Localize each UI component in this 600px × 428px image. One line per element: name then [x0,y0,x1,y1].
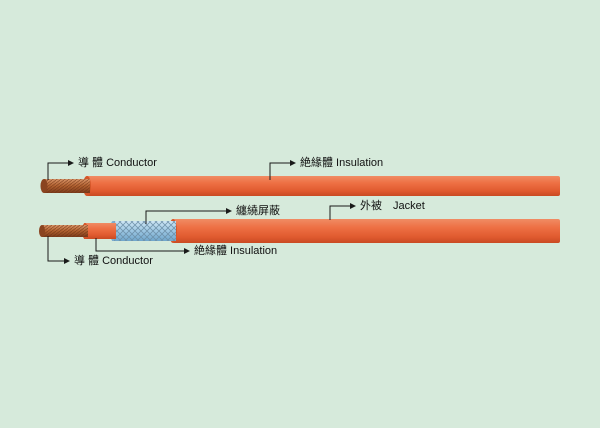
label-conductor-bottom: 導 體 Conductor [74,255,153,267]
leader-insulation-bottom [95,238,184,252]
leader-lines [47,162,350,262]
leader-arrowheads [64,160,356,264]
label-shield: 纏繞屏蔽 [236,205,280,217]
cable-shielded-conductor-end [39,225,45,237]
cable-shielded [39,219,560,243]
leader-conductor-top [47,162,68,180]
label-insulation-top: 絶緣體 Insulation [300,157,384,169]
cable-shielded-insulation [84,223,116,239]
leader-conductor-bottom [47,236,64,262]
cable-single-insulation [86,176,560,196]
leader-shield [145,210,226,224]
label-conductor-top: 導 體 Conductor [78,157,157,169]
label-jacket: 外被 Jacket [360,200,425,212]
leader-jacket [329,205,350,220]
cable-single-conductor-end [40,179,48,193]
cable-single [40,176,560,196]
label-insulation-bottom: 絶緣體 Insulation [194,245,278,257]
leader-insulation-top [269,162,290,180]
cable-shielded-jacket [172,219,560,243]
